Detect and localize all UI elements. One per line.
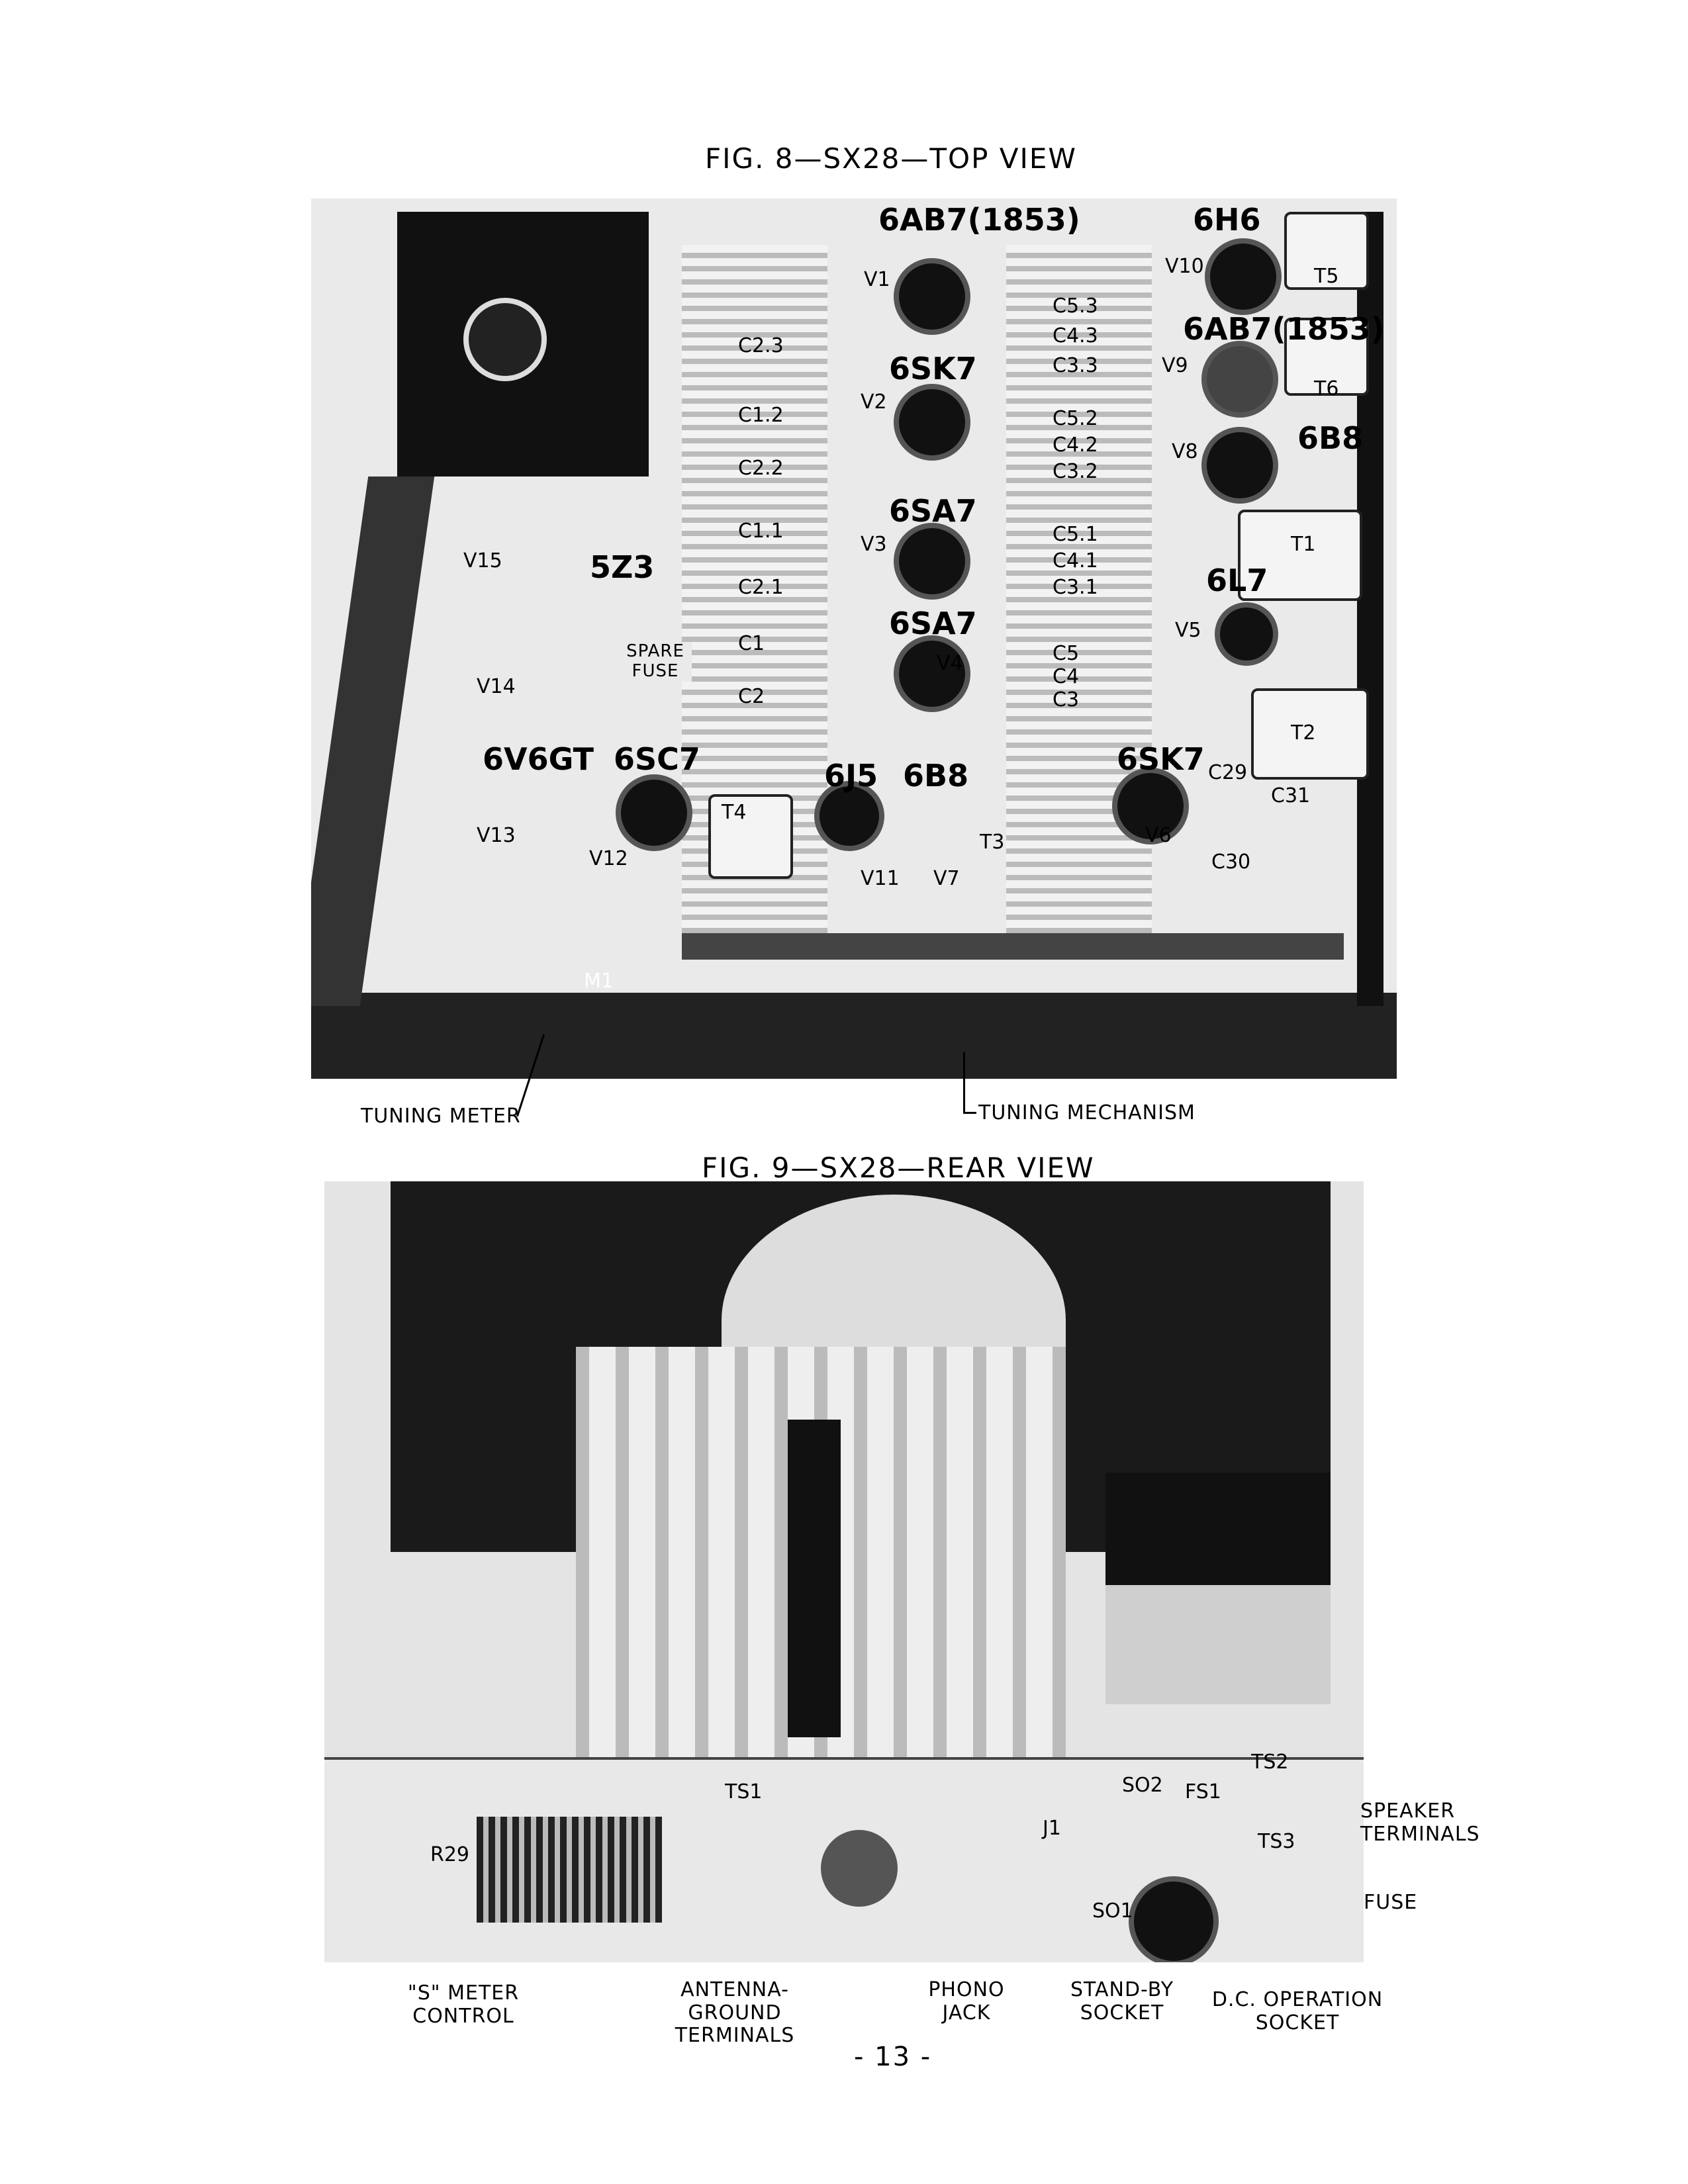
- ref-label: T6: [1314, 377, 1339, 400]
- ref-label: C30: [1211, 850, 1251, 874]
- ref-label: TS3: [1258, 1830, 1295, 1853]
- ref-label: V14: [477, 675, 516, 698]
- ref-label: V6: [1145, 824, 1172, 847]
- ref-label: C3: [1053, 688, 1080, 711]
- ref-label: T3: [980, 831, 1005, 854]
- ref-label: V12: [589, 847, 628, 870]
- ref-label: C3.1: [1053, 576, 1098, 599]
- callout-tuning-mechanism: TUNING MECHANISM: [978, 1101, 1196, 1124]
- ref-label: C29: [1208, 761, 1248, 784]
- ref-label: V5: [1175, 619, 1201, 642]
- ref-label: TS1: [725, 1780, 763, 1803]
- ref-label: T4: [722, 801, 747, 824]
- tube-label: 6SA7: [889, 606, 977, 641]
- ref-label: C5.2: [1053, 407, 1098, 430]
- ref-label: TS2: [1251, 1751, 1289, 1774]
- callout-dc-operation-socket: D.C. OPERATION SOCKET: [1211, 1988, 1383, 2034]
- fig8-caption: FIG. 8—SX28—TOP VIEW: [705, 142, 1077, 175]
- ref-label: V7: [933, 867, 960, 890]
- tube-label: 6AB7(1853): [878, 202, 1080, 238]
- ref-label: V10: [1165, 255, 1204, 278]
- tube-label: 6AB7(1853): [1183, 311, 1385, 347]
- spare-fuse-label: SPARE FUSE: [619, 641, 692, 682]
- tube-label: 6SC7: [614, 741, 700, 777]
- tube-label: 6J5: [824, 758, 878, 794]
- ref-label: T1: [1291, 533, 1316, 556]
- ref-label: T2: [1291, 721, 1316, 745]
- callout-stand-by-socket: STAND-BY SOCKET: [1070, 1978, 1174, 2025]
- ref-label: C5.1: [1053, 523, 1098, 546]
- ref-label: C2.2: [738, 457, 784, 480]
- ref-label: C4: [1053, 665, 1080, 688]
- tube-label: 6L7: [1206, 563, 1268, 598]
- callout-tuning-meter: TUNING METER: [361, 1105, 521, 1128]
- ref-label: C5: [1053, 642, 1080, 665]
- tube-label: 6B8: [903, 758, 969, 794]
- tube-label: 6B8: [1297, 420, 1364, 456]
- ref-label: V11: [861, 867, 900, 890]
- ref-label: V13: [477, 824, 516, 847]
- ref-label: C2: [738, 685, 765, 708]
- ref-label: C2.1: [738, 576, 784, 599]
- ref-label: V8: [1172, 440, 1198, 463]
- tube-label: 6V6GT: [483, 741, 594, 777]
- callout-speaker-terminals: SPEAKER TERMINALS: [1360, 1799, 1480, 1846]
- ref-label: SO1: [1092, 1899, 1133, 1923]
- ref-label: V4: [937, 652, 963, 675]
- ref-label: C4.3: [1053, 324, 1098, 347]
- ref-label: V9: [1162, 354, 1188, 377]
- ref-label: C4.1: [1053, 549, 1098, 572]
- ref-label: C5.3: [1053, 295, 1098, 318]
- ref-label: V1: [864, 268, 890, 291]
- callout-phono-jack: PHONO JACK: [928, 1978, 1005, 2025]
- ref-label: C2.3: [738, 334, 784, 357]
- ref-label: C1: [738, 632, 765, 655]
- ref-label: C4.2: [1053, 433, 1098, 457]
- ref-label: V15: [463, 549, 502, 572]
- tube-label: 6SK7: [889, 351, 977, 387]
- ref-label: C1.2: [738, 404, 784, 427]
- tube-label: 5Z3: [590, 549, 655, 585]
- fig9-caption: FIG. 9—SX28—REAR VIEW: [702, 1152, 1095, 1184]
- ref-label: T5: [1314, 265, 1339, 288]
- ref-label: R29: [430, 1843, 470, 1866]
- tube-label: 6H6: [1193, 202, 1261, 238]
- ref-label: SO2: [1122, 1774, 1163, 1797]
- ref-label: V3: [861, 533, 887, 556]
- ref-label: C31: [1271, 784, 1311, 807]
- ref-label: J1: [1043, 1817, 1061, 1840]
- tube-label: 6SK7: [1117, 741, 1205, 777]
- fig9-rear-view-photo: [324, 1181, 1364, 1962]
- ref-label: C1.1: [738, 520, 784, 543]
- ref-label: V2: [861, 390, 887, 414]
- page-number: - 13 -: [854, 2042, 932, 2072]
- fig8-top-view-photo: [311, 199, 1397, 1079]
- tube-label: 6SA7: [889, 493, 977, 529]
- callout-s-meter-control: "S" METER CONTROL: [407, 1981, 520, 2028]
- ref-label: C3.3: [1053, 354, 1098, 377]
- callout-fuse: FUSE: [1364, 1891, 1418, 1914]
- ref-label: M1: [584, 970, 614, 993]
- callout-antenna-ground-terminals: ANTENNA-GROUND TERMINALS: [675, 1978, 795, 2047]
- ref-label: FS1: [1185, 1780, 1221, 1803]
- ref-label: C3.2: [1053, 460, 1098, 483]
